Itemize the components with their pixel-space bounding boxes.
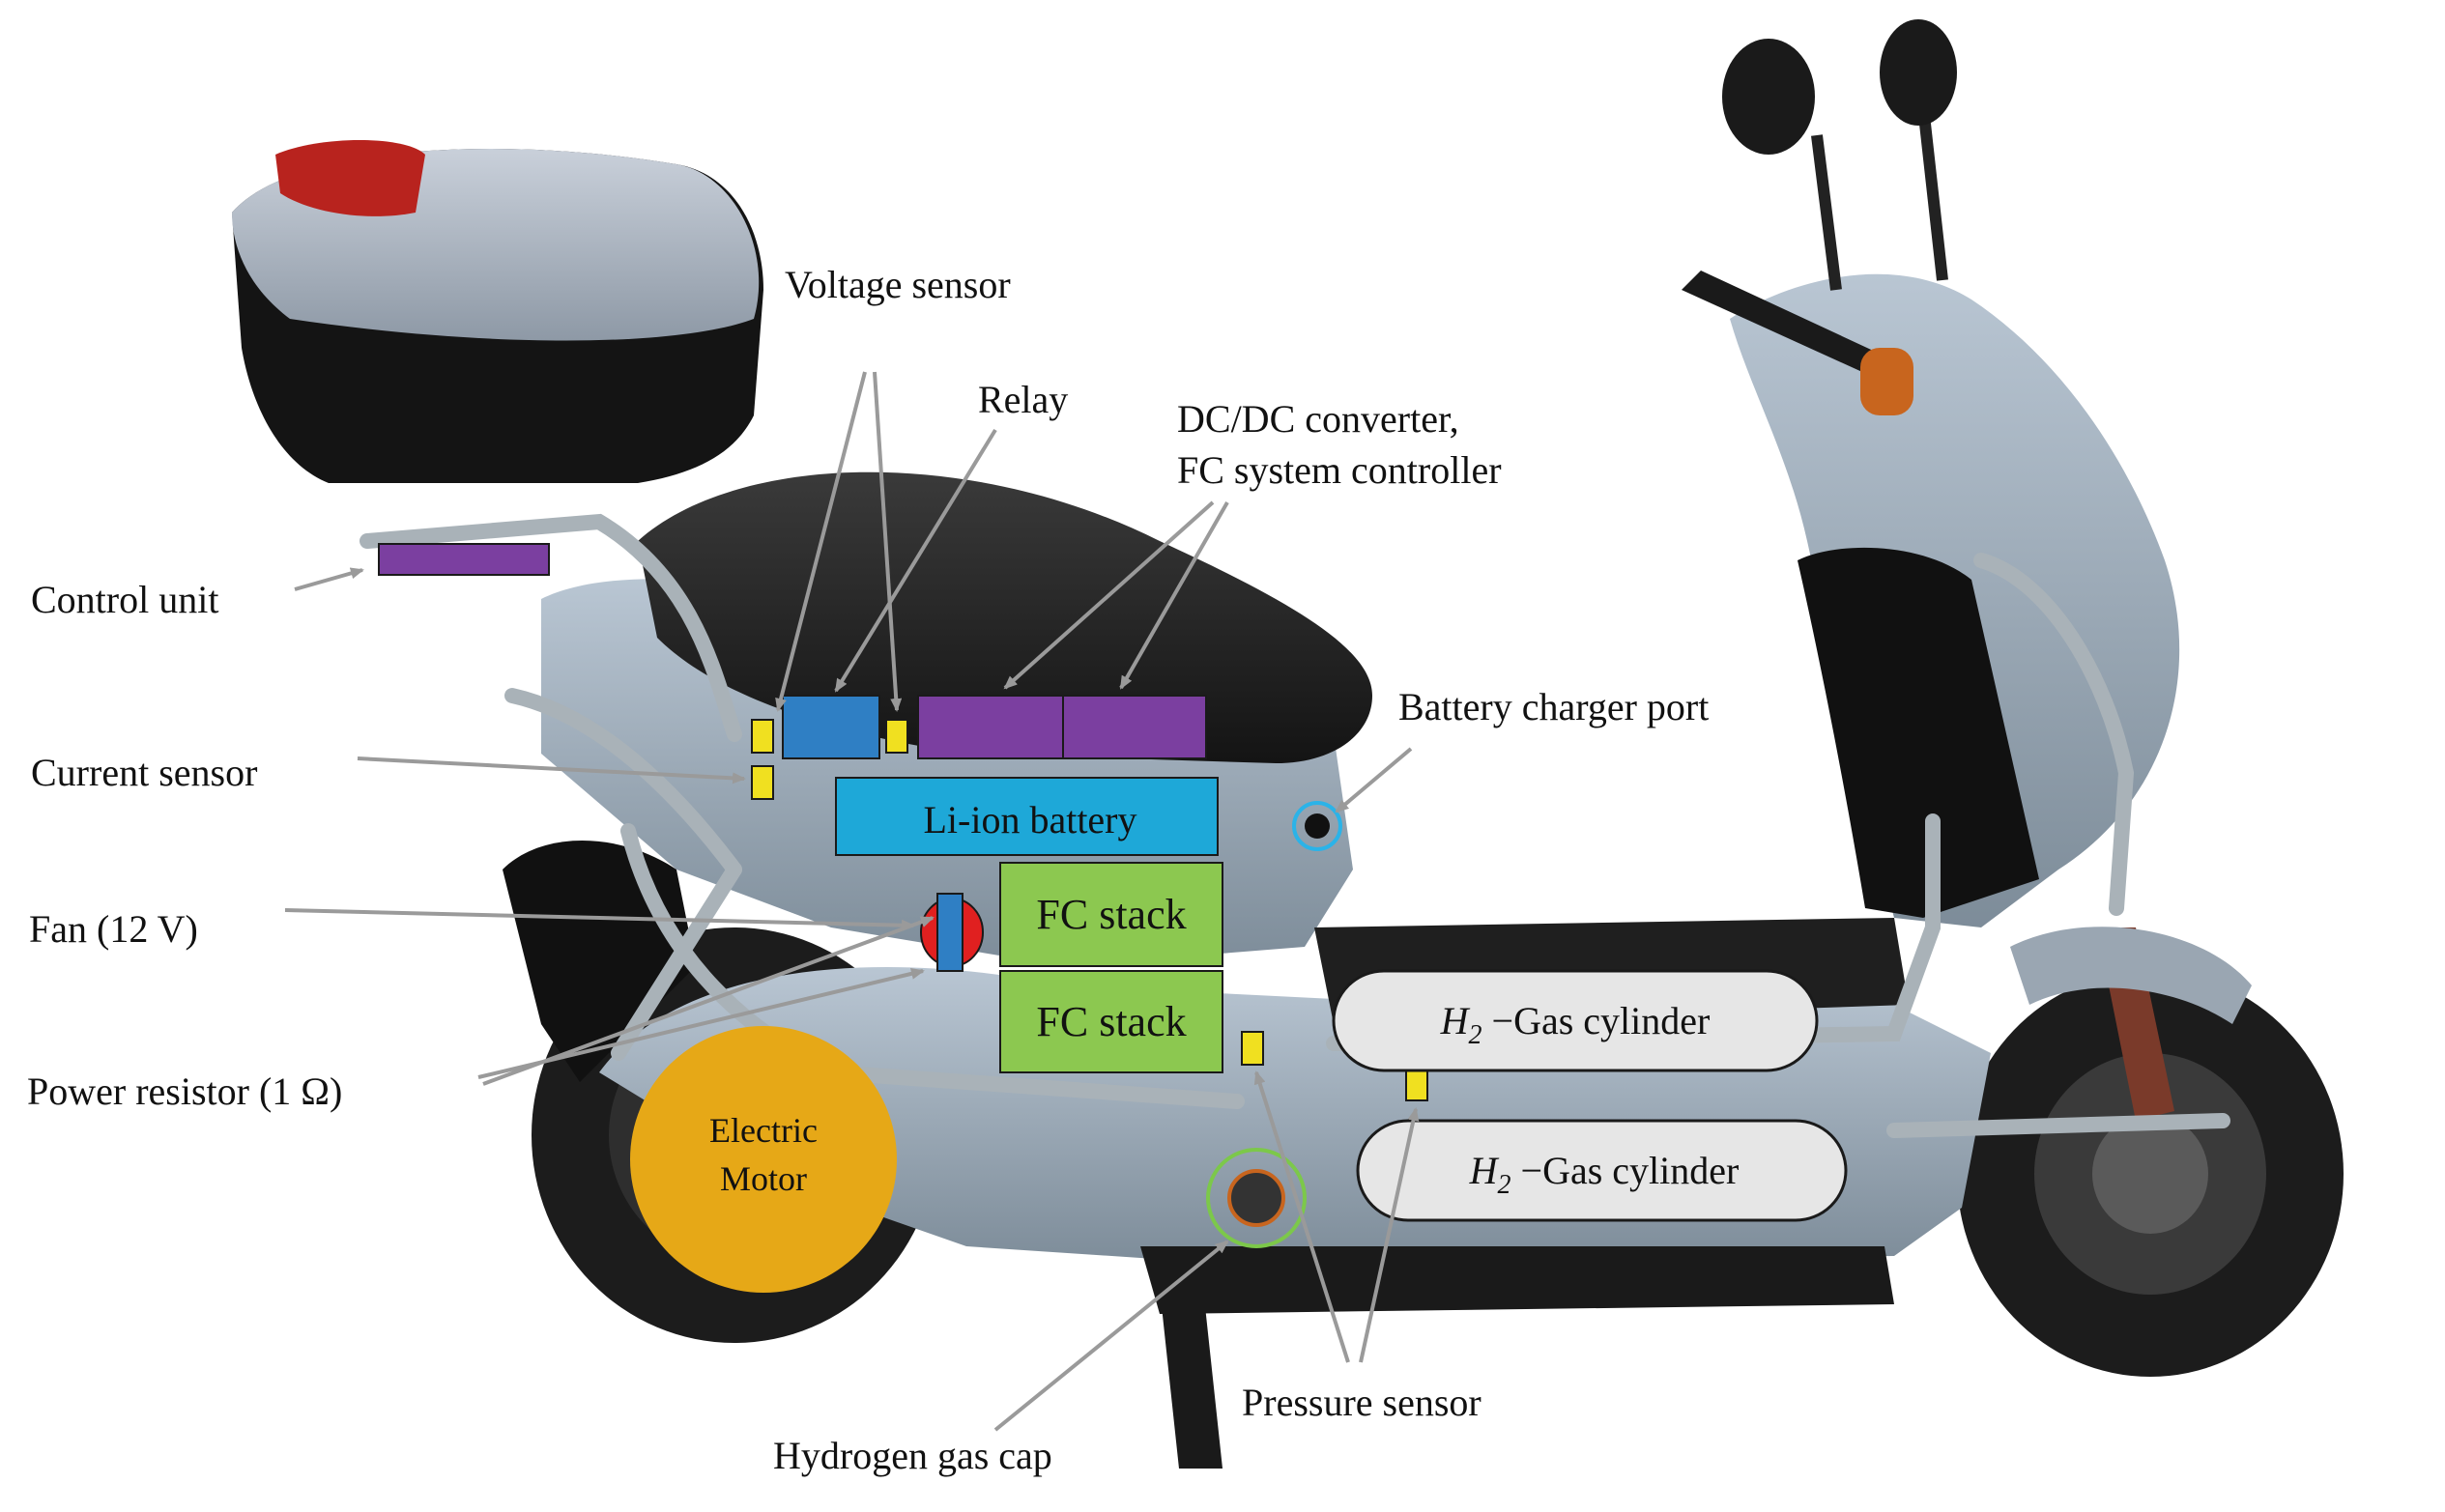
- battery-charger-port-icon: [1305, 813, 1330, 839]
- arrow-hydrogen-gas-cap: [993, 1240, 1229, 1432]
- fc-stack-block-1: [999, 862, 1223, 967]
- arrow-current-sensor: [357, 756, 746, 785]
- fc-system-controller-block: [1062, 695, 1207, 759]
- scooter-illustration: [232, 19, 2344, 1469]
- pressure-sensor-block-1: [1241, 1031, 1264, 1066]
- label-dcdc-converter: DC/DC converter,: [1177, 397, 1459, 441]
- power-resistor-block: [936, 893, 964, 972]
- label-current-sensor: Current sensor: [31, 751, 257, 794]
- voltage-sensor-block-2: [885, 719, 908, 754]
- tail-light: [275, 140, 425, 216]
- arrow-battery-charger-port: [1335, 747, 1413, 813]
- label-battery-charger-port: Battery charger port: [1398, 685, 1709, 728]
- hydrogen-gas-cap-icon: [1227, 1169, 1285, 1227]
- pressure-sensor-block-2: [1405, 1067, 1428, 1101]
- arrow-dcdc-2: [1119, 501, 1229, 690]
- h2-gas-cylinder-label-2: H2 −Gas cylinder: [1469, 1149, 1740, 1200]
- front-inner-panel: [1798, 547, 2039, 918]
- label-hydrogen-gas-cap: Hydrogen gas cap: [773, 1434, 1052, 1477]
- li-ion-battery-label: Li-ion battery: [923, 798, 1136, 842]
- electric-motor-label-line1: Electric: [709, 1111, 818, 1150]
- dcdc-converter-block: [917, 695, 1064, 759]
- fc-stack-label-2: FC stack: [1036, 998, 1186, 1045]
- h2-gas-cylinder-2: [1356, 1119, 1848, 1222]
- battery-charger-port-ring: [1292, 801, 1342, 851]
- arrow-power-resistor-2: [482, 916, 935, 1086]
- label-fc-system-controller: FC system controller: [1177, 448, 1502, 492]
- front-fender: [2010, 927, 2252, 1024]
- front-wheel: [1957, 971, 2344, 1377]
- label-pressure-sensor: Pressure sensor: [1242, 1381, 1481, 1424]
- label-relay: Relay: [978, 378, 1068, 421]
- handlebar: [1682, 19, 1957, 415]
- callout-labels: Voltage sensor Relay DC/DC converter, FC…: [27, 263, 1709, 1477]
- h2-gas-cylinder-1: [1332, 969, 1819, 1072]
- arrow-voltage-sensor-1: [775, 371, 867, 712]
- label-control-unit: Control unit: [31, 578, 218, 621]
- hydrogen-gas-cap-ring: [1206, 1148, 1307, 1248]
- current-sensor-block: [751, 765, 774, 800]
- electric-motor-label-line2: Motor: [720, 1159, 807, 1198]
- li-ion-battery-block: [835, 777, 1219, 856]
- undercarriage: [1140, 1246, 1894, 1314]
- label-fan: Fan (12 V): [29, 907, 198, 951]
- label-power-resistor: Power resistor (1 Ω): [27, 1070, 342, 1113]
- arrow-voltage-sensor-2: [873, 371, 903, 712]
- arrow-pressure-sensor-2: [1359, 1107, 1420, 1363]
- h2-gas-cylinder-label-1: H2 −Gas cylinder: [1440, 999, 1711, 1050]
- label-voltage-sensor: Voltage sensor: [785, 263, 1011, 306]
- arrow-pressure-sensor-1: [1253, 1070, 1350, 1363]
- arrow-dcdc-1: [1003, 500, 1215, 690]
- arrow-control-unit: [294, 567, 364, 591]
- relay-block: [782, 695, 880, 759]
- arrow-fan: [284, 908, 915, 931]
- fc-stack-label-1: FC stack: [1036, 891, 1186, 938]
- control-unit-block: [378, 543, 550, 576]
- voltage-sensor-block-1: [751, 719, 774, 754]
- arrow-relay: [834, 428, 997, 693]
- electric-motor-block: [630, 1026, 897, 1293]
- callout-arrows: [284, 371, 1420, 1432]
- component-overlays: Li-ion battery FC stack FC stack Electri…: [378, 543, 1848, 1293]
- fc-stack-block-2: [999, 970, 1223, 1073]
